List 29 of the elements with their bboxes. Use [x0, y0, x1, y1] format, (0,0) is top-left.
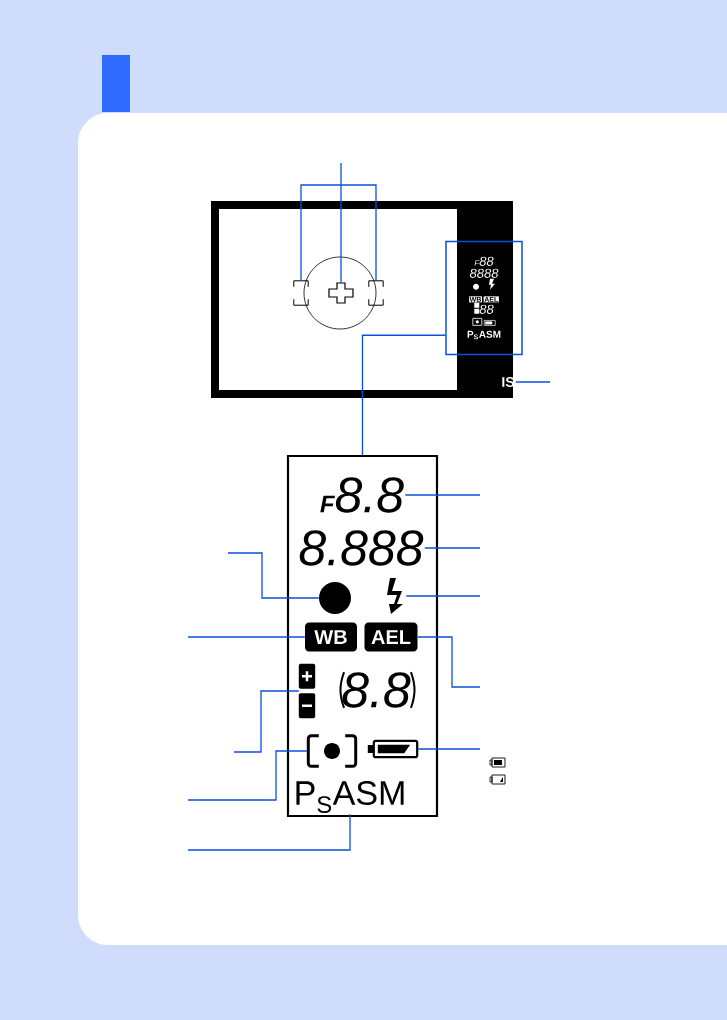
lcd-panel: [286, 454, 439, 818]
compensation-readout: 8.8: [339, 671, 416, 709]
aperture-readout: F8.8: [320, 477, 404, 513]
focus-indicator: [319, 582, 351, 614]
exposure-compensation-icon: [298, 663, 316, 719]
leader-line: [361, 334, 446, 456]
leader-line: [227, 552, 320, 599]
flash-icon: [387, 578, 403, 614]
shooting-mode-readout: P$_{S}$ASM: [296, 781, 404, 813]
leader-line: [515, 381, 551, 383]
leader-line: [340, 162, 342, 284]
shutter-speed-readout: 8.888: [299, 530, 424, 566]
af-target-mark: [328, 282, 354, 304]
leader-line: [424, 547, 481, 549]
af-frame: [368, 280, 384, 306]
wb-indicator: WB: [305, 622, 357, 652]
leader-line: [404, 494, 481, 496]
leader-line: [233, 690, 300, 753]
leader-line: [300, 184, 342, 282]
leader-line: [417, 636, 481, 688]
af-frame: [293, 280, 309, 306]
battery-icon: [367, 739, 419, 759]
leader-line: [340, 184, 377, 282]
leader-line: [187, 636, 306, 638]
metering-icon: [306, 734, 358, 768]
leader-line: [405, 595, 481, 597]
leader-line: [417, 748, 481, 750]
leader-line: [187, 813, 351, 851]
leader-line: [187, 750, 308, 801]
